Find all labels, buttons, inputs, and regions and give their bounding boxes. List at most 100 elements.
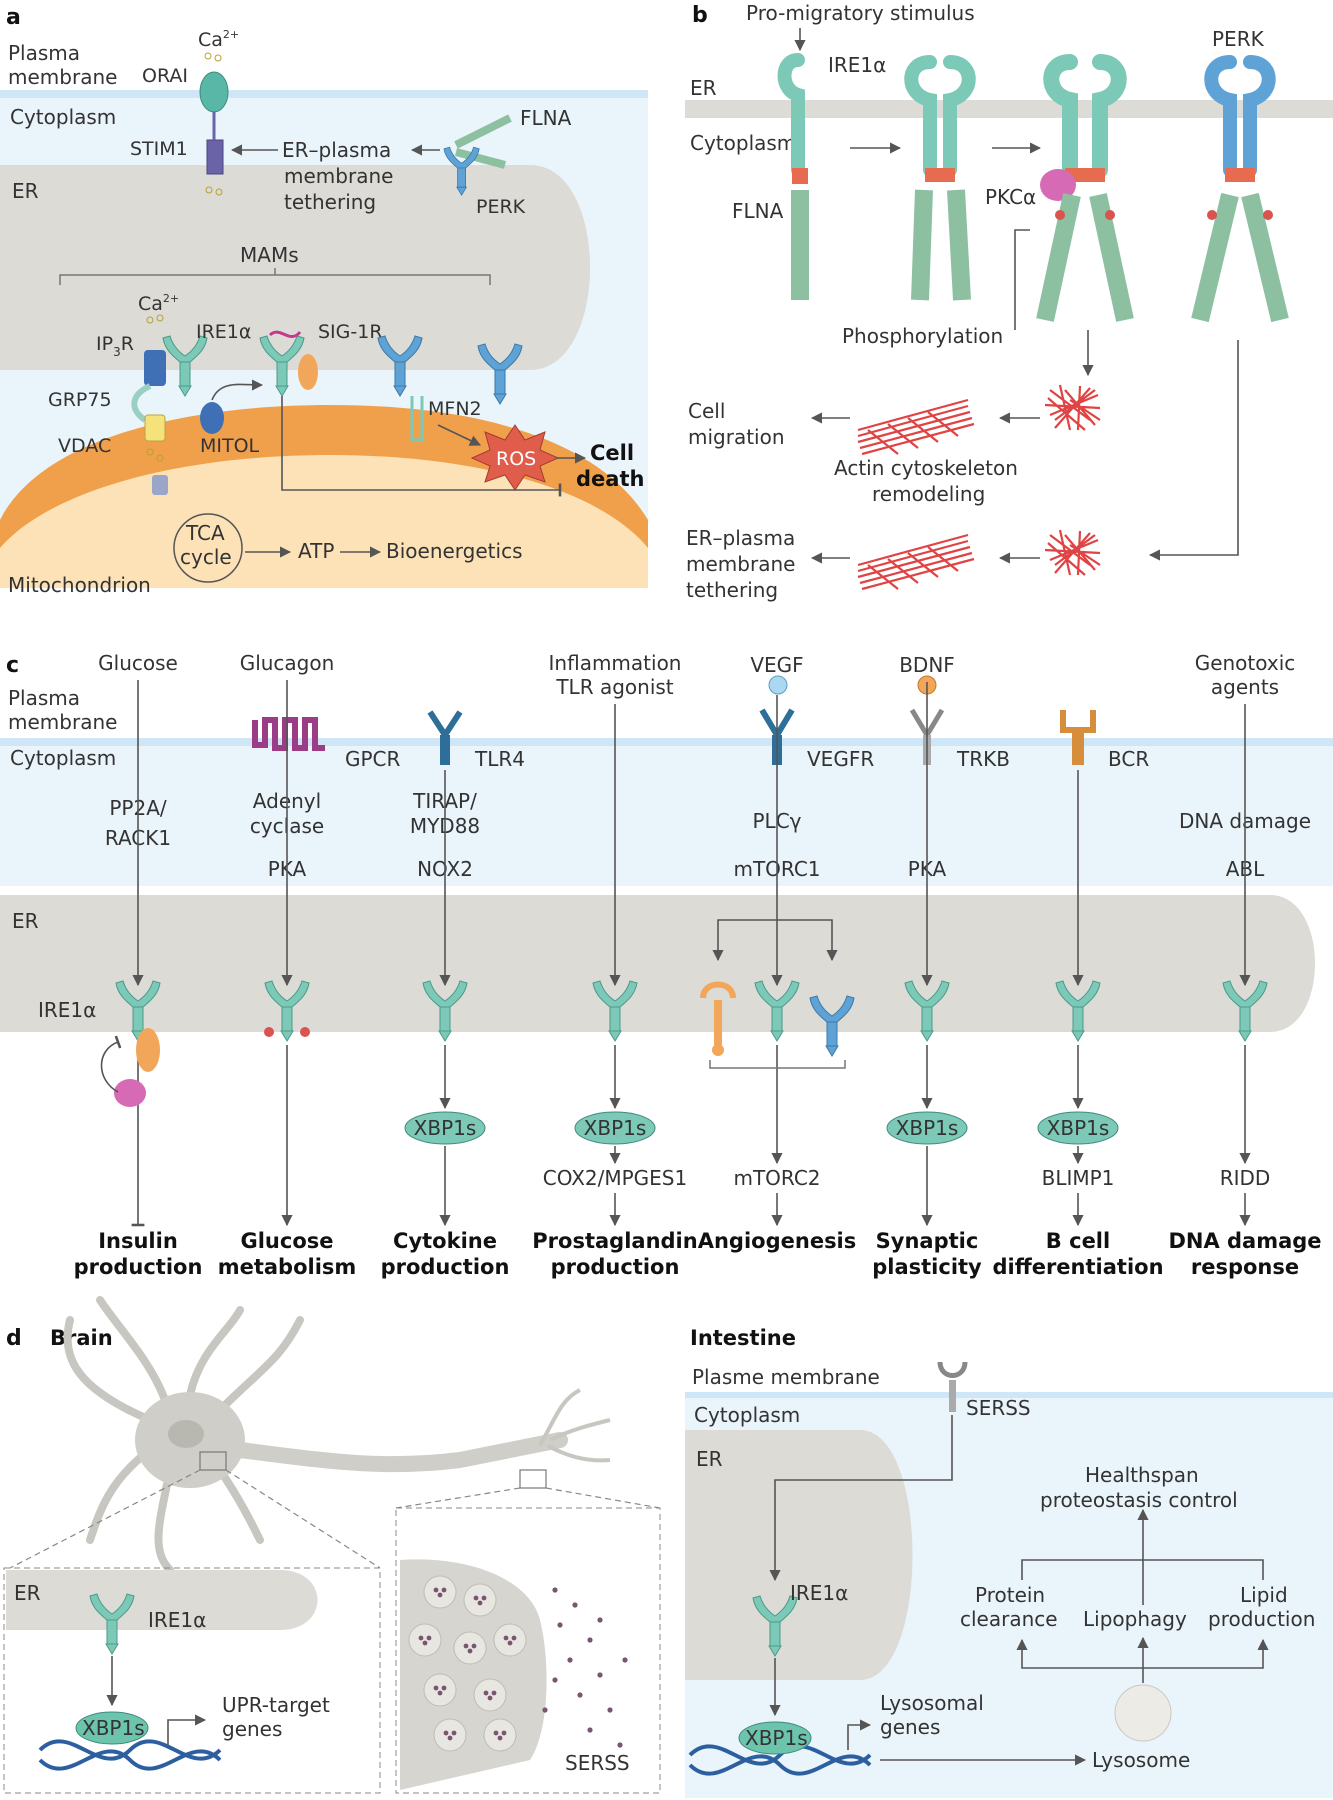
outcome-label: production — [381, 1255, 510, 1279]
outcome-label: metabolism — [218, 1255, 357, 1279]
ire1a-label-c: IRE1α — [38, 998, 96, 1022]
outcome-label: Glucose — [240, 1229, 333, 1253]
panel-d-membrane — [685, 1392, 1333, 1398]
vdac-label: VDAC — [58, 435, 111, 457]
serss-particle — [587, 1727, 593, 1733]
serss-particle — [552, 1677, 558, 1683]
sig1r-label: SIG-1R — [318, 321, 383, 343]
perk-label-b: PERK — [1212, 27, 1265, 51]
vesicle — [453, 1631, 487, 1665]
cytoplasm-label-b: Cytoplasm — [690, 131, 796, 155]
stimulus-label: Glucagon — [240, 651, 335, 675]
ire1a-oligomer — [1036, 54, 1134, 322]
outcome-label: Angiogenesis — [698, 1229, 857, 1253]
stimulus-label: VEGF — [750, 653, 803, 677]
stimulus-label: Inflammation — [549, 651, 682, 675]
downstream-node: mTORC2 — [733, 1166, 820, 1190]
tca-cycle — [173, 513, 243, 583]
ca-top-label: Ca2+ — [198, 28, 239, 51]
perk-dimer-b — [1191, 55, 1289, 323]
outcome-label: Insulin — [98, 1229, 178, 1253]
xbp1s-label: XBP1s — [1047, 1116, 1110, 1140]
outcome-label: production — [551, 1255, 680, 1279]
mitol-protein — [200, 402, 224, 434]
stimulus-label: TLR agonist — [555, 675, 673, 699]
serss-particle — [557, 1622, 563, 1628]
vesicle — [423, 1673, 457, 1707]
grp75-label: GRP75 — [48, 389, 112, 411]
mfn2-label: MFN2 — [428, 398, 482, 420]
xbp1s-label: XBP1s — [584, 1116, 647, 1140]
serss-receptor — [937, 1361, 968, 1412]
orange-receptor-angio — [700, 981, 736, 1056]
stimulus-label: Genotoxic — [1195, 651, 1296, 675]
xbp1s-intestine — [738, 1721, 812, 1755]
orai-label: ORAI — [142, 65, 188, 87]
xbp1s-node — [886, 1111, 968, 1145]
atp-label: ATP — [298, 539, 334, 563]
perk-label-a: PERK — [476, 196, 526, 218]
flna-label-b: FLNA — [732, 199, 784, 223]
er-label-d2: ER — [696, 1447, 723, 1471]
synaptic-vesicles — [408, 1575, 527, 1752]
outcome-label: Cytokine — [393, 1229, 497, 1253]
outcome-label: Synaptic — [876, 1229, 979, 1253]
serss-particle — [597, 1617, 603, 1623]
serss-particle — [572, 1602, 578, 1608]
panel-c-cytoplasm-bg — [0, 746, 1333, 886]
panel-c-letter: c — [6, 653, 19, 678]
vesicle — [408, 1623, 442, 1657]
cytoplasm-label-c: Cytoplasm — [10, 746, 116, 770]
serss-release — [542, 1587, 628, 1748]
vdac-channel — [144, 414, 166, 442]
outcome-label: Prostaglandin — [532, 1229, 697, 1253]
ca-mid-label: Ca2+ — [138, 292, 179, 315]
neuron-illustration — [63, 1296, 611, 1574]
vegf-ligand — [768, 675, 788, 695]
vesicle — [463, 1583, 497, 1617]
xbp1s-node — [1037, 1111, 1119, 1145]
downstream-node: COX2/MPGES1 — [543, 1166, 687, 1190]
stimulus-label: agents — [1211, 675, 1279, 699]
serss-particle — [622, 1657, 628, 1663]
panel-d-letter: d — [6, 1326, 22, 1351]
receptor-label: BCR — [1108, 747, 1149, 771]
ros-label: ROS — [496, 448, 536, 470]
stimulus-label: BDNF — [899, 653, 955, 677]
flna-label-a: FLNA — [520, 106, 572, 130]
ire1a-label-b: IRE1α — [828, 53, 886, 77]
sig1r-protein — [298, 354, 318, 390]
xbp1s-brain — [75, 1711, 149, 1745]
lipophagy-label: Lipophagy — [1083, 1607, 1187, 1631]
vesicle — [433, 1718, 467, 1752]
outcome-label: DNA damage — [1168, 1229, 1321, 1253]
mitol-label: MITOL — [200, 435, 260, 457]
lysosome-label: Lysosome — [1092, 1748, 1190, 1772]
serss-particle — [617, 1742, 623, 1748]
phosphorylation-label: Phosphorylation — [842, 324, 1003, 348]
vesicle — [473, 1678, 507, 1712]
panel-b-er-band — [685, 100, 1333, 118]
outcome-label: plasticity — [872, 1255, 982, 1279]
outcome-label: production — [74, 1255, 203, 1279]
er-label-d1: ER — [14, 1581, 41, 1605]
stimulus-label: Pro-migratory stimulus — [746, 1, 975, 25]
stim1-label: STIM1 — [130, 138, 188, 160]
panel-a-letter: a — [6, 5, 21, 30]
brain-inset-synapse — [395, 1507, 661, 1794]
ire1a-label-a: IRE1α — [196, 321, 251, 343]
cytoplasm-label: Cytoplasm — [10, 105, 116, 129]
lysosome — [1114, 1684, 1172, 1742]
ire1a-dimer — [904, 55, 976, 301]
